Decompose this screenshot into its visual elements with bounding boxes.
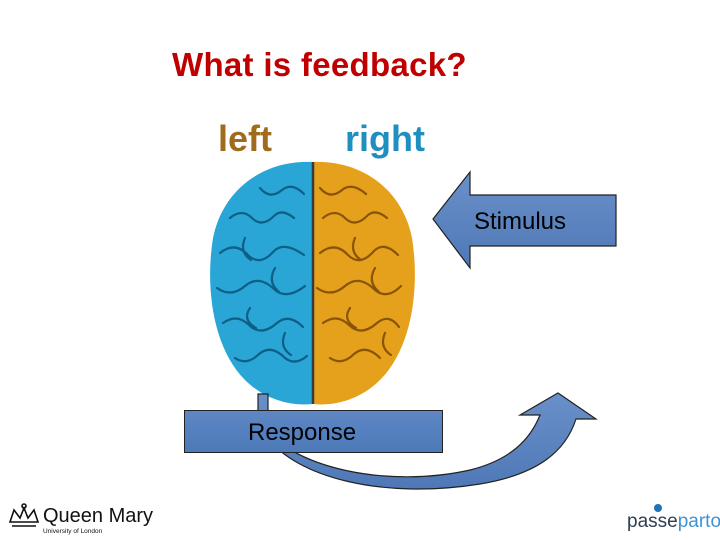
stimulus-label: Stimulus [474,208,567,235]
response-box [184,410,443,453]
brand-part-1: passe [627,511,678,532]
university-subtitle: University of London [43,528,103,535]
university-name: Queen Mary [43,505,154,527]
slide-title: What is feedback? [172,46,467,83]
left-hemisphere-label: left [218,118,272,159]
right-hemisphere-label: right [345,118,425,159]
brain-icon [210,161,415,405]
stimulus-arrow-icon [432,170,617,270]
brand-part-2: partout [677,511,720,532]
response-label: Response [248,419,357,446]
crown-icon [8,503,40,527]
brand-dot-icon [654,504,662,512]
response-curved-arrow-icon [257,392,598,490]
brand-logo: passepartout [627,511,720,533]
